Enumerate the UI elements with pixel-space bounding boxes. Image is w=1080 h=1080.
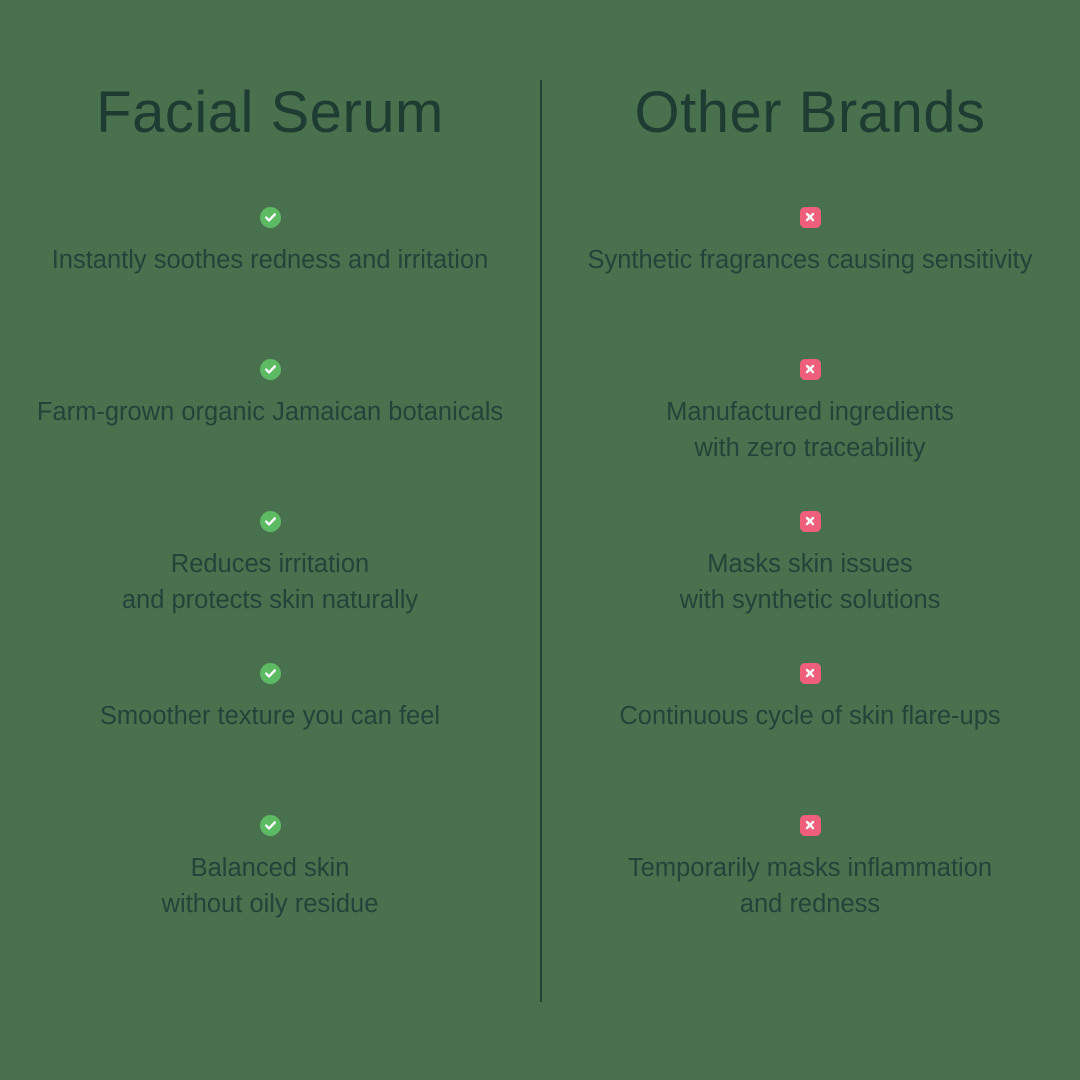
- list-item: Smoother texture you can feel: [0, 654, 540, 806]
- check-circle-icon: [259, 814, 281, 836]
- drawback-list-right: Synthetic fragrances causing sensitivity…: [540, 198, 1080, 958]
- cross-square-icon: [799, 206, 821, 228]
- list-item-label: Smoother texture you can feel: [99, 702, 441, 730]
- cross-square-icon: [799, 510, 821, 532]
- cross-square-icon: [799, 662, 821, 684]
- list-item-label: Continuous cycle of skin flare-ups: [619, 702, 1001, 730]
- benefit-list-left: Instantly soothes redness and irritation…: [0, 198, 540, 958]
- column-divider: [540, 80, 542, 1002]
- list-item-label: Reduces irritation and protects skin nat…: [121, 550, 419, 615]
- list-item-label: Instantly soothes redness and irritation: [51, 246, 489, 274]
- column-other-brands: Other Brands Synthetic fragrances causin…: [540, 0, 1080, 1080]
- column-facial-serum: Facial Serum Instantly soothes redness a…: [0, 80, 540, 958]
- list-item-label: Masks skin issues with synthetic solutio…: [679, 550, 941, 615]
- list-item: Manufactured ingredients with zero trace…: [540, 350, 1080, 502]
- check-circle-icon: [259, 662, 281, 684]
- check-circle-icon: [259, 510, 281, 532]
- list-item-label: Synthetic fragrances causing sensitivity: [587, 246, 1033, 274]
- list-item: Continuous cycle of skin flare-ups: [540, 654, 1080, 806]
- list-item: Instantly soothes redness and irritation: [0, 198, 540, 350]
- list-item-label: Manufactured ingredients with zero trace…: [666, 398, 954, 463]
- list-item: Balanced skin without oily residue: [0, 806, 540, 958]
- list-item: Farm-grown organic Jamaican botanicals: [0, 350, 540, 502]
- list-item-label: Temporarily masks inflammation and redne…: [627, 854, 993, 919]
- list-item: Reduces irritation and protects skin nat…: [0, 502, 540, 654]
- list-item-label: Farm-grown organic Jamaican botanicals: [36, 398, 504, 426]
- page-title-left: Facial Serum: [96, 80, 444, 145]
- list-item: Masks skin issues with synthetic solutio…: [540, 502, 1080, 654]
- list-item: Temporarily masks inflammation and redne…: [540, 806, 1080, 958]
- cross-square-icon: [799, 358, 821, 380]
- check-circle-icon: [259, 206, 281, 228]
- list-item-label: Balanced skin without oily residue: [161, 854, 379, 919]
- list-item: Synthetic fragrances causing sensitivity: [540, 198, 1080, 350]
- page-title-right: Other Brands: [634, 80, 986, 145]
- check-circle-icon: [259, 358, 281, 380]
- cross-square-icon: [799, 814, 821, 836]
